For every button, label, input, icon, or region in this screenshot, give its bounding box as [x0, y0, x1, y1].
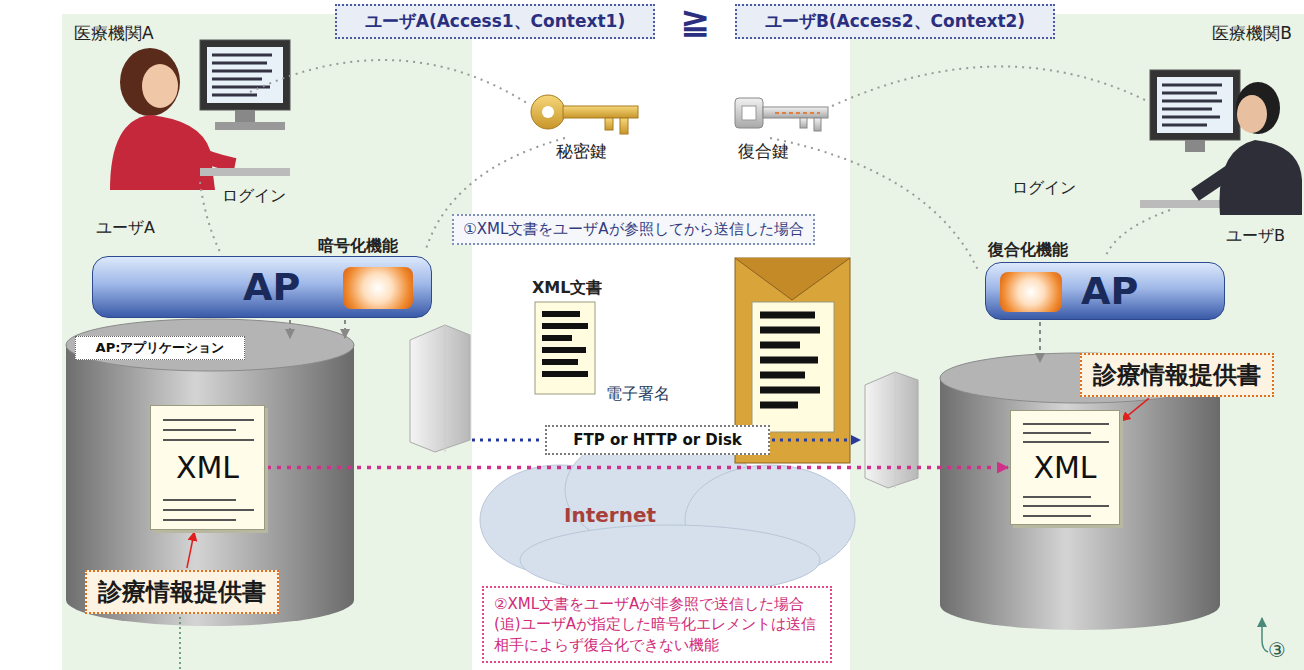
- user-label: ユーザB: [1226, 226, 1285, 247]
- key-label: 秘密鍵: [556, 140, 607, 163]
- text-line: [163, 509, 254, 511]
- transport-box: FTP or HTTP or Disk: [545, 425, 770, 455]
- connector: [1122, 398, 1149, 421]
- user-box: ユーザA(Access1、Context1): [335, 4, 655, 39]
- text-line: [163, 419, 254, 421]
- text-line: [1023, 423, 1109, 425]
- node-text: XML: [1033, 450, 1096, 485]
- function-chip: [343, 267, 413, 309]
- person-b: [1140, 70, 1302, 215]
- server-b: [865, 372, 918, 488]
- text-line: [1023, 432, 1091, 434]
- function-chip: [1000, 272, 1062, 312]
- document-callout: 診療情報提供書: [85, 570, 279, 614]
- text-line: [163, 499, 236, 501]
- panel-ground: [850, 14, 1304, 670]
- text-line: [1023, 505, 1109, 507]
- relation-symbol: ≧: [680, 0, 710, 41]
- ap-db-arrow: [290, 320, 1040, 362]
- login-label: ログイン: [222, 186, 286, 207]
- user-label: ユーザA: [96, 218, 155, 239]
- network-cloud: Internet: [560, 500, 660, 530]
- node-text: XML: [176, 450, 239, 485]
- node-text: ユーザB(Access2、Context2): [765, 10, 1025, 33]
- xml-document: XML: [150, 405, 265, 530]
- document-label: XML文書: [532, 278, 602, 299]
- user-box: ユーザB(Access2、Context2): [735, 4, 1055, 39]
- node-text: AP: [1081, 269, 1138, 313]
- node-text: 診療情報提供書: [98, 576, 266, 608]
- text-line: [1023, 515, 1091, 517]
- case-note: ②XML文書をユーザAが非参照で送信した場合 (追)ユーザAが指定した暗号化エレ…: [482, 586, 832, 663]
- node-text: AP:アプリケーション: [96, 339, 225, 357]
- database-a: [66, 319, 354, 626]
- signature-label: 電子署名: [606, 384, 670, 405]
- server-a: [410, 325, 470, 452]
- case-note: ①XML文書をユーザAが参照してから送信した場合: [452, 214, 815, 245]
- text-line: [163, 439, 254, 441]
- person-a: [110, 40, 290, 190]
- function-label: 暗号化機能: [318, 236, 398, 257]
- leader-line: [1262, 640, 1268, 652]
- text-line: [163, 429, 236, 431]
- node-text: ユーザA(Access1、Context1): [365, 10, 625, 33]
- legend-tag: AP:アプリケーション: [75, 336, 245, 360]
- node-text: 診療情報提供書: [1093, 359, 1261, 391]
- key-label: 復合鍵: [738, 140, 789, 163]
- panel-ground: [62, 14, 472, 670]
- node-text: Internet: [564, 503, 656, 527]
- leader-line: [1261, 618, 1263, 640]
- login-path: [200, 60, 1170, 270]
- application-box: AP: [985, 262, 1225, 320]
- node-text: AP: [243, 265, 300, 309]
- node-text: FTP or HTTP or Disk: [573, 431, 742, 449]
- text-line: [163, 519, 236, 521]
- node-text: 医療機関A: [74, 22, 154, 45]
- text-line: [1023, 441, 1109, 443]
- function-label: 復合化機能: [988, 240, 1068, 261]
- secret-key: [531, 95, 638, 134]
- callout-number: ③: [1268, 638, 1286, 662]
- xml-document: XML: [1010, 410, 1120, 525]
- xml-document-icon: [535, 302, 595, 394]
- node-text: 医療機関B: [1212, 22, 1292, 45]
- leader-line: [179, 612, 181, 670]
- login-label: ログイン: [1012, 178, 1076, 199]
- connector: [267, 466, 1008, 470]
- node-text: ②XML文書をユーザAが非参照で送信した場合 (追)ユーザAが指定した暗号化エレ…: [494, 594, 820, 655]
- institution-panel: 医療機関B AP XML 診療情報提供書: [850, 14, 1304, 670]
- application-box: AP: [92, 256, 432, 318]
- connector: [187, 532, 194, 568]
- institution-panel: 医療機関A AP AP:アプリケーション XML 診療情報提供書: [62, 14, 472, 670]
- document-callout: 診療情報提供書: [1080, 353, 1274, 397]
- text-line: [1023, 496, 1091, 498]
- decryption-key: [735, 98, 828, 131]
- node-text: ①XML文書をユーザAが参照してから送信した場合: [463, 220, 803, 239]
